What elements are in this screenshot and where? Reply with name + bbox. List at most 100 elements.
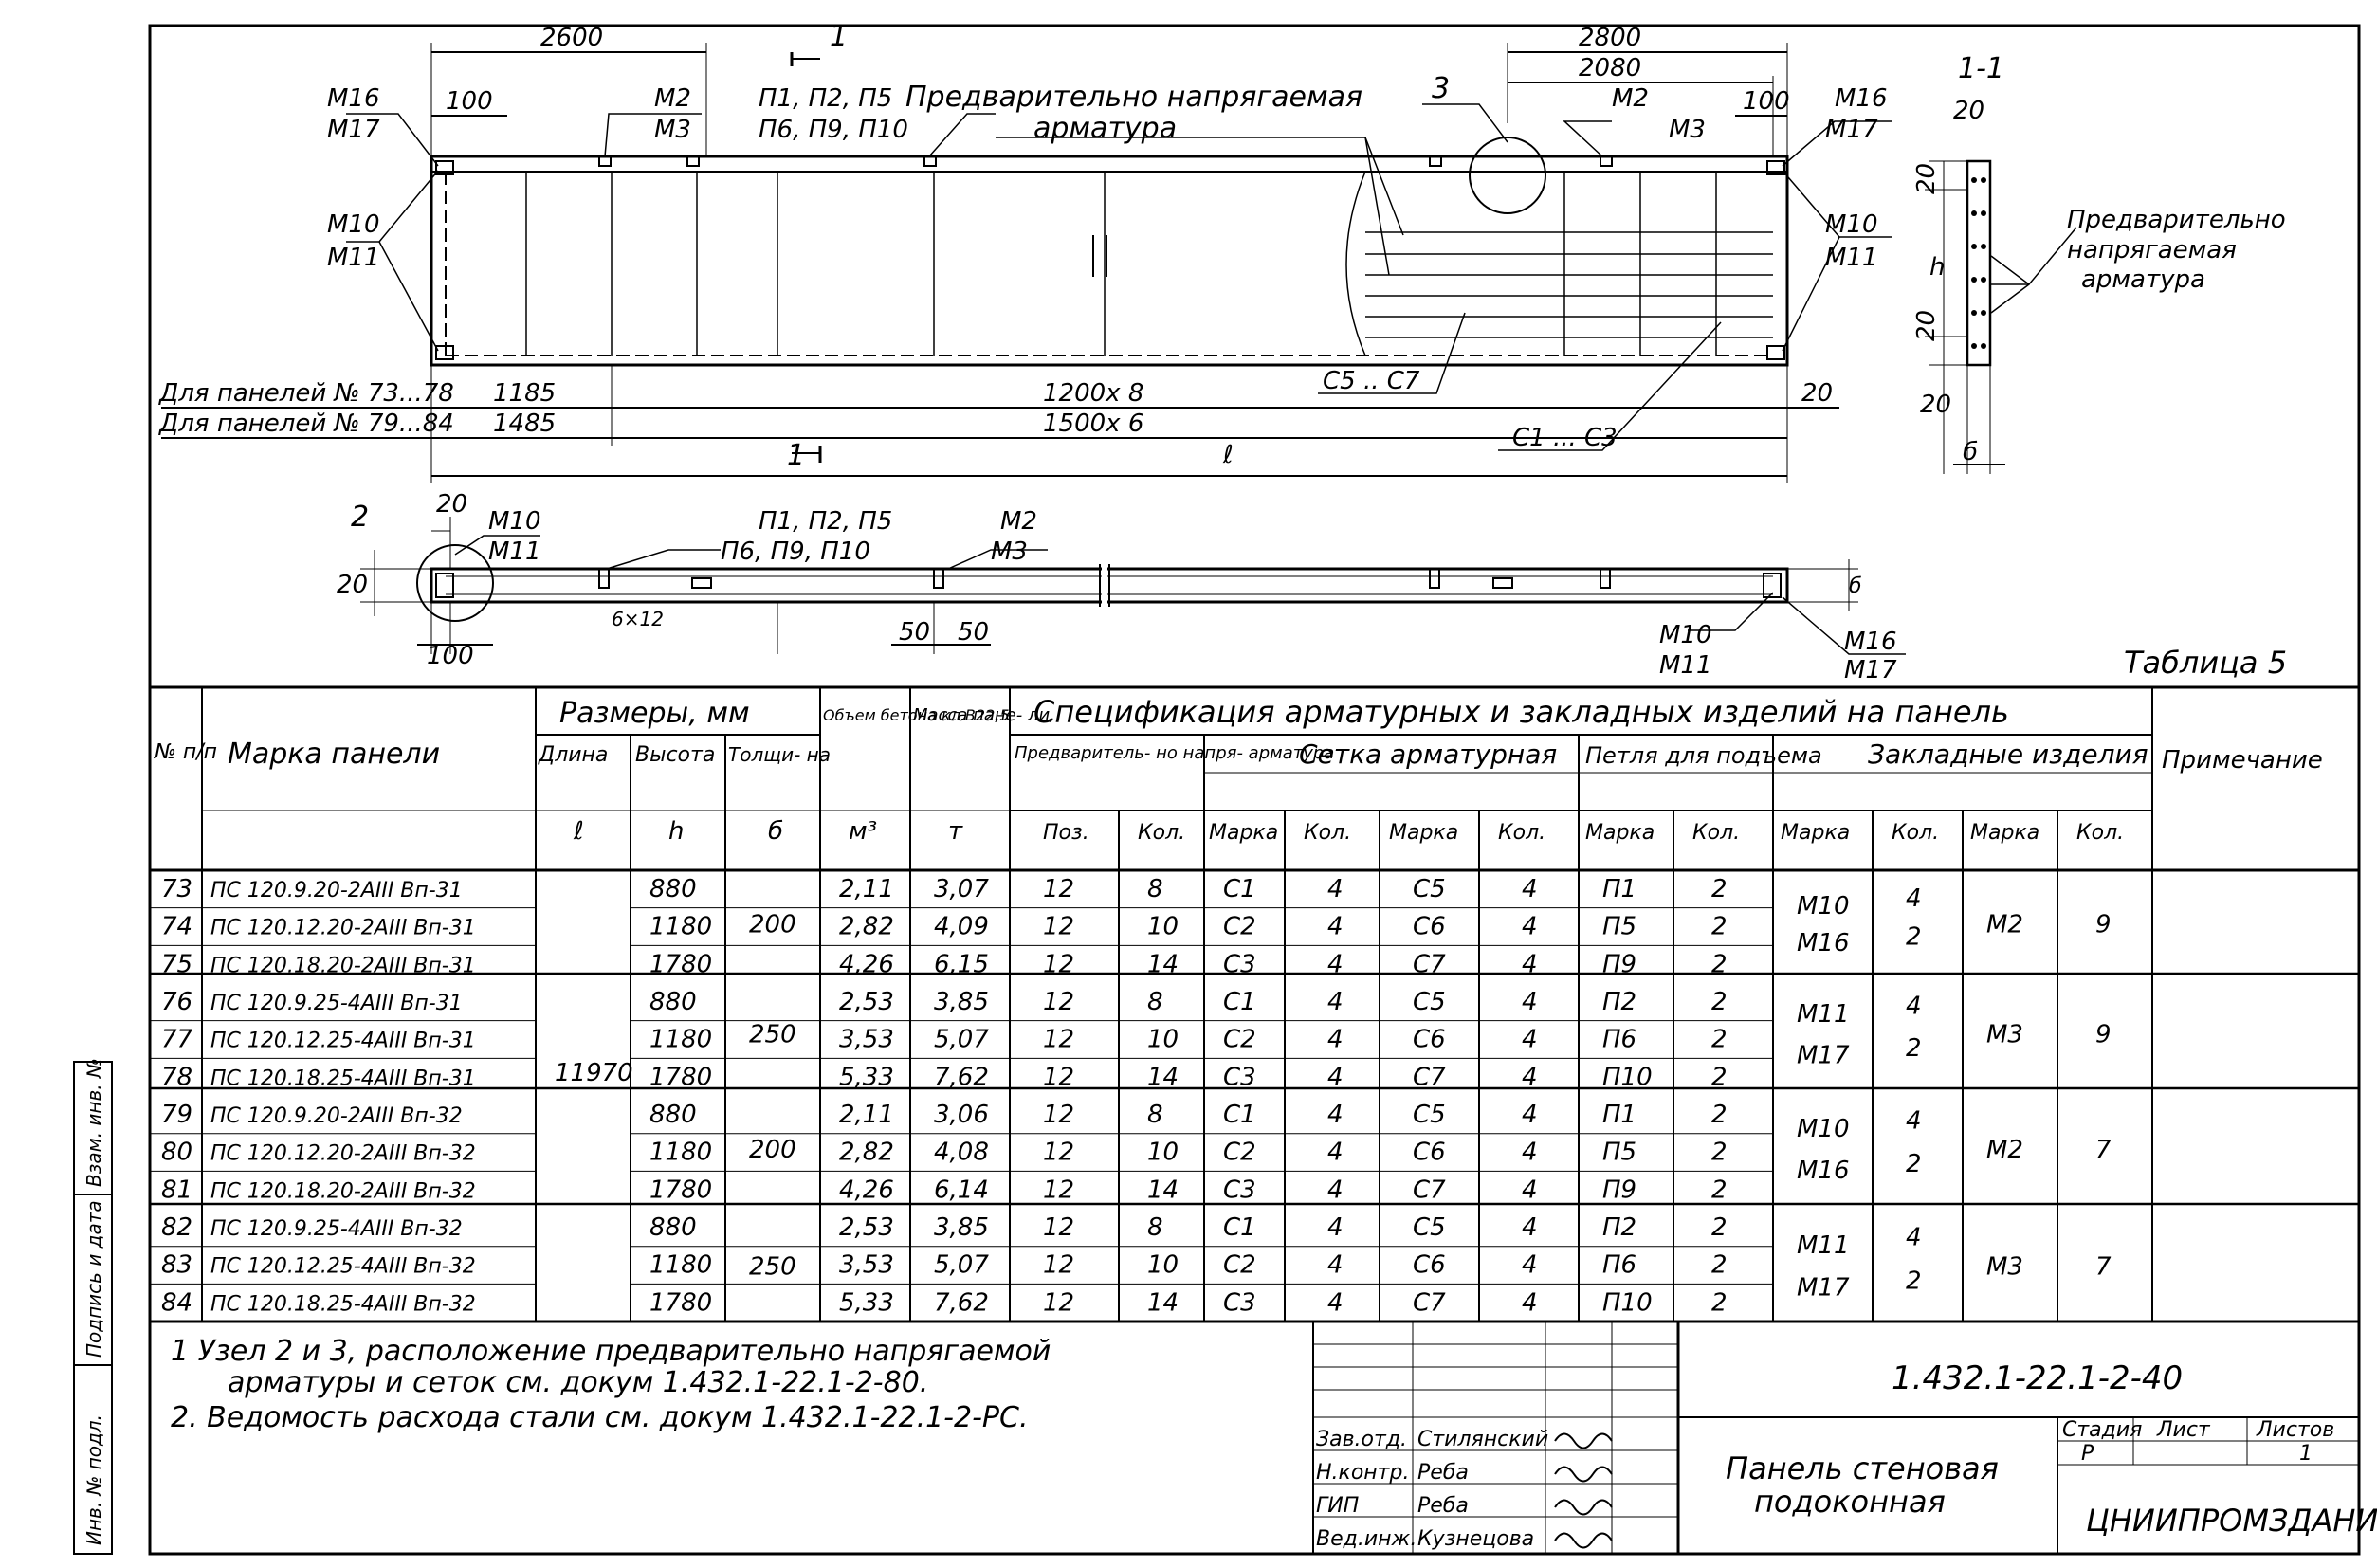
role-4: Вед.инж. <box>1316 1527 1417 1551</box>
cell-vol: 5,33 <box>839 1288 894 1317</box>
cell-k1: 4 <box>1327 1026 1344 1054</box>
section-label-2: напрягаемая <box>2067 236 2237 264</box>
embed-mark-a: М11 <box>1797 1000 1850 1029</box>
embed-mark-a: М10 <box>1797 1115 1850 1143</box>
label-armatura: арматура <box>1033 112 1177 145</box>
length-11970: 11970 <box>555 1059 633 1087</box>
col-mass-header: Масса пане- ли, <box>913 705 1055 725</box>
cell-k2: 4 <box>1522 950 1538 978</box>
cell-kol: 14 <box>1147 1288 1179 1317</box>
col-embed-kol-1: Кол. <box>1892 821 1939 845</box>
cell-n: 79 <box>161 1101 192 1129</box>
dim-l: ℓ <box>1222 441 1234 469</box>
cell-m1: С1 <box>1223 1101 1256 1129</box>
plan-label-m10-right: М10 <box>1659 621 1712 649</box>
cell-vol: 2,11 <box>839 875 894 903</box>
mesh-header: Сетка арматурная <box>1299 738 1557 770</box>
cell-n: 74 <box>161 913 192 941</box>
cell-n: 84 <box>161 1288 192 1317</box>
cell-m2: С7 <box>1413 1063 1446 1091</box>
col-height-sym: h <box>668 817 684 846</box>
embed-kol: 9 <box>2095 910 2112 939</box>
label-panels-79-84: Для панелей № 79...84 <box>158 410 454 438</box>
label-m2: М2 <box>654 84 691 113</box>
dim-20-b: 20 <box>1953 97 1984 125</box>
col-mesh-mark-2: Марка <box>1389 821 1458 845</box>
cell-lp: П9 <box>1602 950 1636 978</box>
cell-n: 73 <box>161 875 192 903</box>
cell-vol: 2,11 <box>839 1101 894 1129</box>
cell-m2: С6 <box>1413 913 1446 941</box>
cell-lk: 2 <box>1711 1213 1728 1242</box>
spec-header: Спецификация арматурных и закладных изде… <box>1033 694 2009 730</box>
cell-mass: 6,14 <box>934 1176 989 1204</box>
cell-kol: 14 <box>1147 1063 1179 1091</box>
doc-code: 1.432.1-22.1-2-40 <box>1892 1359 2183 1397</box>
col-height-header: Высота <box>635 743 715 767</box>
label-m16: М16 <box>327 84 380 113</box>
label-p6-p9-p10: П6, П9, П10 <box>759 116 908 144</box>
plan-label-m11-right: М11 <box>1659 651 1712 680</box>
embed-mark: М3 <box>1986 1252 2023 1281</box>
label-p1-p2-p5: П1, П2, П5 <box>759 84 892 113</box>
dim-1185: 1185 <box>493 379 556 408</box>
cell-lp: П2 <box>1602 1213 1636 1242</box>
cell-k1: 4 <box>1327 1139 1344 1167</box>
cell-pos: 12 <box>1043 1139 1074 1167</box>
cell-k1: 4 <box>1327 913 1344 941</box>
cell-n: 82 <box>161 1213 192 1242</box>
col-note-header: Примечание <box>2162 746 2323 775</box>
section-mark-1-top: 1 <box>830 20 848 53</box>
col-no-header: № п/п <box>154 740 217 764</box>
cell-lp: П10 <box>1602 1063 1653 1091</box>
cell-mark: ПС 120.18.25-4АIII Вп-32 <box>210 1292 476 1316</box>
embed-kol: 9 <box>2095 1021 2112 1049</box>
cell-vol: 3,53 <box>839 1251 894 1280</box>
col-thickness-sym: б <box>768 817 783 846</box>
embed-kol-a: 4 <box>1906 1107 1922 1136</box>
embed-kol-b: 2 <box>1906 1034 1922 1063</box>
cell-mark: ПС 120.9.20-2АIII Вп-32 <box>210 1104 463 1128</box>
cell-n: 78 <box>161 1063 192 1091</box>
label-m17: М17 <box>327 116 380 144</box>
embed-kol-a: 4 <box>1906 884 1922 913</box>
cell-lp: П2 <box>1602 988 1636 1016</box>
cell-kol: 10 <box>1147 1251 1179 1280</box>
cell-vol: 5,33 <box>839 1063 894 1091</box>
embed-kol-a: 4 <box>1906 992 1922 1020</box>
cell-k1: 4 <box>1327 1063 1344 1091</box>
cell-m2: С7 <box>1413 950 1446 978</box>
label-m17-right: М17 <box>1825 116 1878 144</box>
col-mesh-kol-2: Кол. <box>1498 821 1545 845</box>
col-mesh-kol-1: Кол. <box>1304 821 1351 845</box>
section-title-1-1: 1-1 <box>1958 52 2004 85</box>
cell-mark: ПС 120.18.20-2АIII Вп-32 <box>210 1179 476 1203</box>
panel-elevation <box>430 155 1789 367</box>
cell-m2: С6 <box>1413 1026 1446 1054</box>
stage-header: Стадия <box>2062 1418 2142 1442</box>
thickness-value: 200 <box>749 910 796 939</box>
plan-label-m2: М2 <box>1000 507 1037 536</box>
cell-m1: С2 <box>1223 1251 1256 1280</box>
embed-kol-b: 2 <box>1906 1267 1922 1295</box>
cell-n: 83 <box>161 1251 192 1280</box>
cell-lk: 2 <box>1711 950 1728 978</box>
col-mass-unit: т <box>948 817 963 846</box>
section-label-1: Предварительно <box>2067 206 2286 234</box>
label-m3-right: М3 <box>1669 116 1706 144</box>
cell-k1: 4 <box>1327 1101 1344 1129</box>
col-mark-header: Марка панели <box>228 738 440 771</box>
cell-m1: С2 <box>1223 913 1256 941</box>
dim-20-e: 20 <box>1920 391 1951 419</box>
cell-mark: ПС 120.18.20-2АIII Вп-31 <box>210 954 476 977</box>
name-2: Реба <box>1417 1461 1469 1485</box>
title-line-1: Панель стеновая <box>1726 1450 1999 1486</box>
cell-h: 1180 <box>649 1251 712 1280</box>
label-m11-right: М11 <box>1825 244 1878 272</box>
cell-k2: 4 <box>1522 875 1538 903</box>
name-4: Кузнецова <box>1417 1527 1534 1551</box>
embed-mark-b: М17 <box>1797 1274 1850 1303</box>
sheets-value: 1 <box>2299 1442 2313 1466</box>
